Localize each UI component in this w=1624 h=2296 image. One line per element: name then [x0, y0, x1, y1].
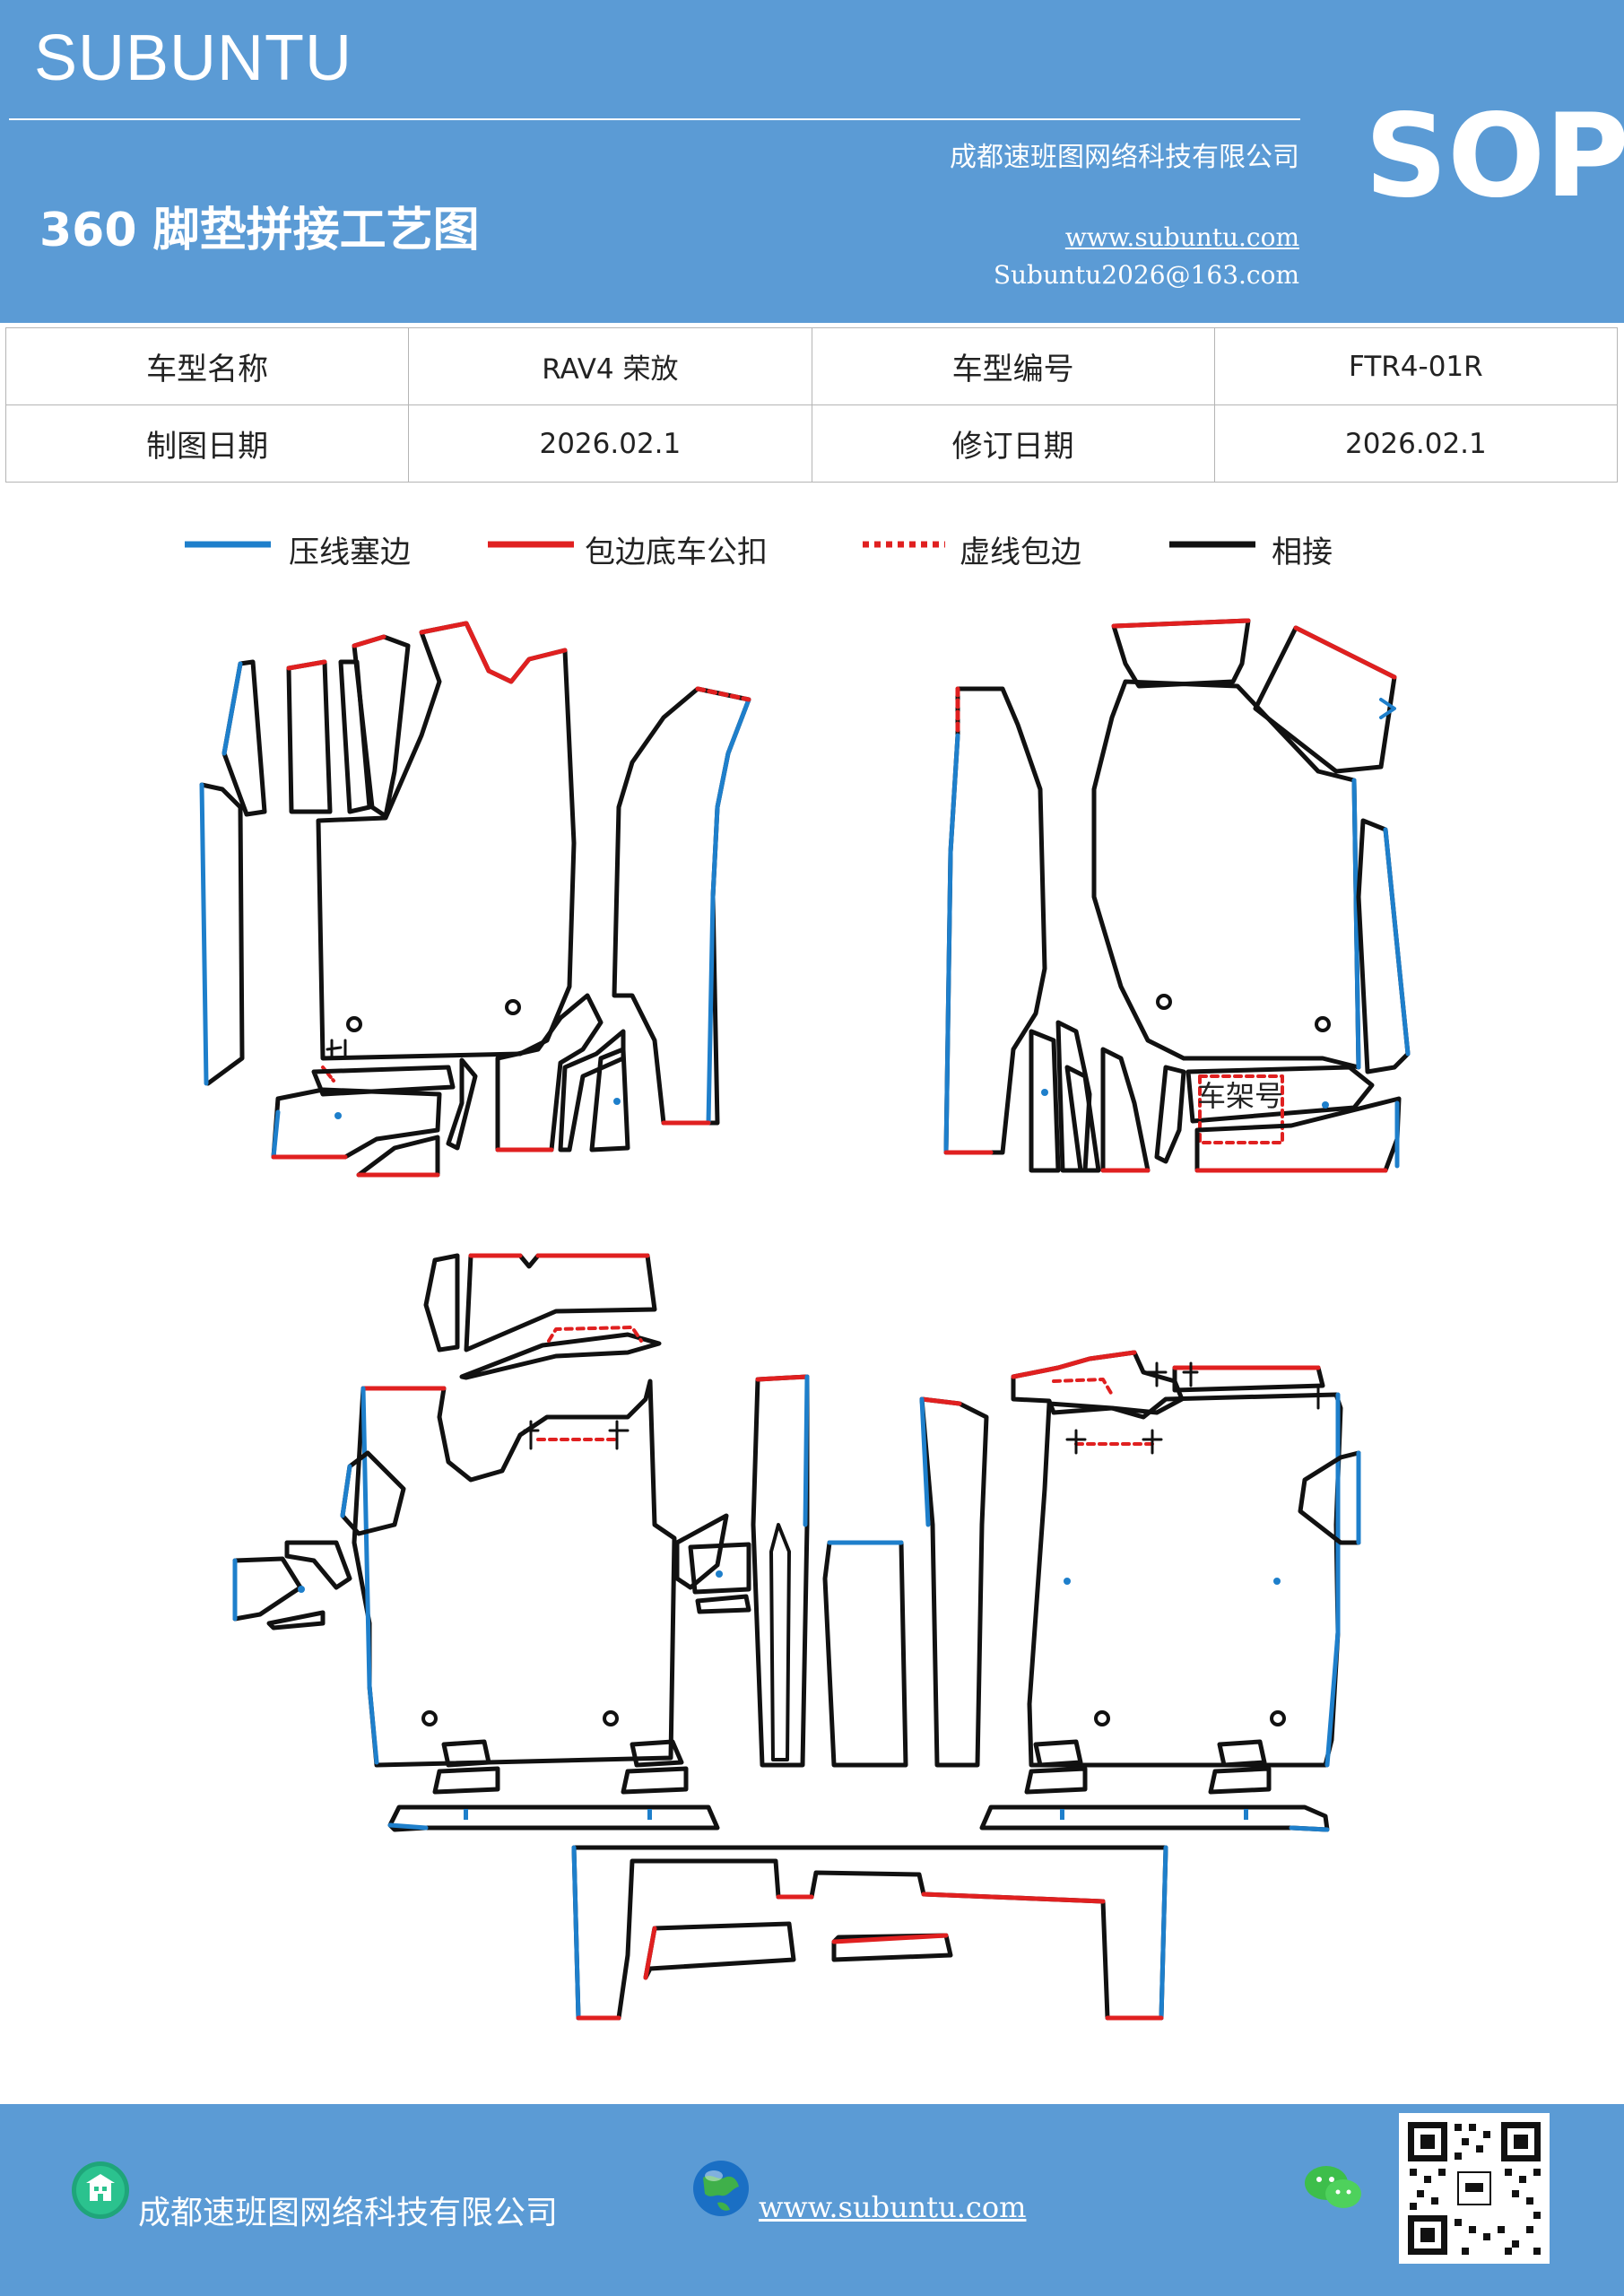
document-title: 360 脚垫拼接工艺图 — [39, 204, 480, 257]
info-table: 车型名称 RAV4 荣放 车型编号 FTR4-01R 制图日期 2026.02.… — [4, 327, 1619, 483]
footer-company: 成都速班图网络科技有限公司 — [138, 2195, 559, 2231]
wechat-icon[interactable] — [1302, 2161, 1365, 2219]
revise-date-label: 修订日期 — [811, 404, 1215, 483]
model-name-value: RAV4 荣放 — [408, 327, 812, 405]
qr-code-icon — [1399, 2113, 1550, 2264]
building-icon — [70, 2160, 131, 2224]
legend-label-dashed: 虚线包边 — [960, 535, 1081, 570]
header-company: 成都速班图网络科技有限公司 — [950, 142, 1299, 173]
legend-swatch-joint — [1169, 536, 1255, 553]
footer-website-link[interactable]: www.subuntu.com — [759, 2190, 1027, 2224]
front-right-mat-group: 车架号 — [943, 618, 1411, 1173]
footer-banner: 成都速班图网络科技有限公司 www.subuntu.com — [0, 2104, 1624, 2296]
revise-date-value: 2026.02.1 — [1213, 404, 1619, 483]
legend-label-press: 压线塞边 — [289, 535, 411, 570]
header-banner: SUBUNTU 成都速班图网络科技有限公司 360 脚垫拼接工艺图 www.su… — [0, 0, 1624, 323]
rear-center-mat-group — [751, 1374, 989, 1768]
header-email[interactable]: Subuntu2026@163.com — [993, 260, 1299, 290]
sop-badge: SOP — [1365, 90, 1624, 223]
model-code-value: FTR4-01R — [1213, 327, 1619, 405]
front-left-mat-group — [199, 621, 751, 1178]
floor-mat-diagram: 车架号 — [199, 618, 1411, 2021]
table-row: 车型名称 RAV4 荣放 车型编号 FTR4-01R — [4, 327, 1619, 405]
model-code-label: 车型编号 — [811, 327, 1215, 405]
globe-icon — [690, 2158, 751, 2222]
svg-text:车架号: 车架号 — [1197, 1079, 1283, 1113]
legend-swatch-press — [185, 536, 271, 553]
legend-label-joint: 相接 — [1272, 535, 1333, 570]
legend-swatch-dashed — [863, 536, 945, 553]
legend-label-wrap: 包边底车公扣 — [585, 535, 768, 570]
rear-left-mat-group — [232, 1253, 751, 1832]
header-divider — [9, 118, 1300, 120]
header-website-link[interactable]: www.subuntu.com — [1064, 222, 1299, 252]
trunk-mat-group — [571, 1845, 1168, 2021]
legend-swatch-wrap — [488, 536, 574, 553]
draw-date-value: 2026.02.1 — [408, 404, 812, 483]
brand-name: SUBUNTU — [34, 22, 353, 94]
model-name-label: 车型名称 — [4, 327, 410, 405]
rear-right-mat-group — [979, 1350, 1361, 1832]
draw-date-label: 制图日期 — [4, 404, 410, 483]
table-row: 制图日期 2026.02.1 修订日期 2026.02.1 — [4, 404, 1619, 483]
